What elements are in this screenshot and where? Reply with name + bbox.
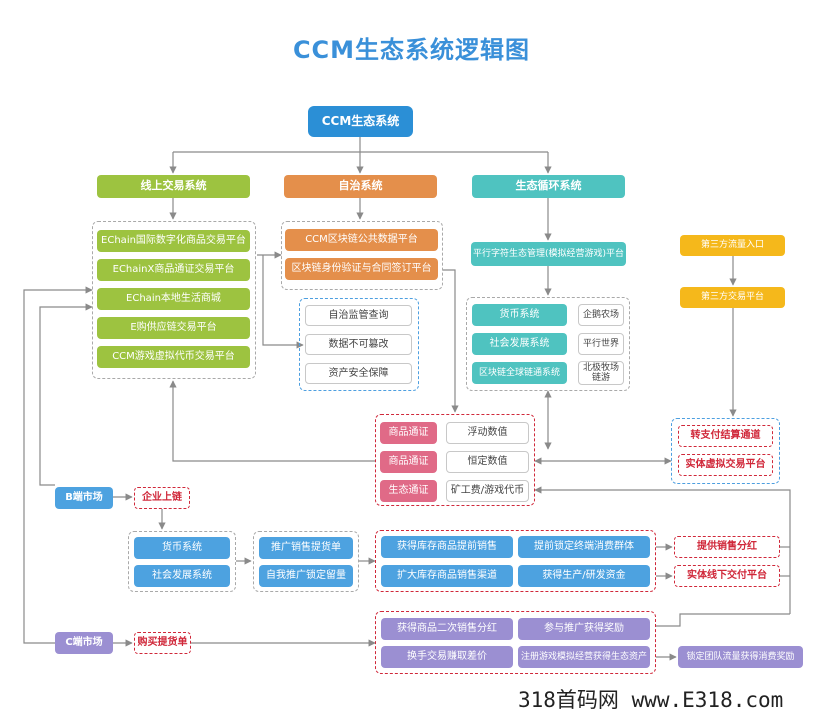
autonomy-subitem: 资产安全保障 <box>305 363 412 384</box>
eco-left-item: 社会发展系统 <box>472 333 567 355</box>
c-buy: 购买提货单 <box>134 632 191 654</box>
c-benefit-group <box>375 611 656 674</box>
autonomy-sub-group <box>299 298 419 391</box>
autonomy-system-header: 自治系统 <box>284 175 437 198</box>
eco-group <box>466 297 630 391</box>
footer-watermark: 318首码网 www.E318.com <box>518 688 784 712</box>
b-promo-group <box>253 531 359 592</box>
token-label: 商品通证 <box>380 422 437 444</box>
third-party-platform: 第三方交易平台 <box>680 287 785 308</box>
online-item: EChainX商品通证交易平台 <box>97 259 250 281</box>
token-value: 恒定数值 <box>446 451 529 473</box>
online-system-header: 线上交易系统 <box>97 175 250 198</box>
token-label: 商品通证 <box>380 451 437 473</box>
third-party-entry: 第三方流量入口 <box>680 235 785 256</box>
b-benefit-item: 扩大库存商品销售渠道 <box>381 565 513 587</box>
b-result: 实体线下交付平台 <box>674 565 780 587</box>
eco-left-item: 区块链全球链通系统 <box>472 362 567 384</box>
token-group <box>375 414 535 506</box>
token-label: 生态通证 <box>380 480 437 502</box>
autonomy-item: 区块链身份验证与合同签订平台 <box>285 258 438 280</box>
autonomy-item: CCM区块链公共数据平台 <box>285 229 438 251</box>
b-promo-item: 推广销售提货单 <box>259 537 353 559</box>
b-benefit-group <box>375 530 656 592</box>
autonomy-subitem: 自治监管查询 <box>305 305 412 326</box>
b-sys-item: 社会发展系统 <box>134 565 230 587</box>
third-channel: 转支付结算通道 <box>678 425 773 447</box>
b-chain: 企业上链 <box>134 487 190 509</box>
eco-right-item: 平行世界 <box>578 333 624 355</box>
token-value: 浮动数值 <box>446 422 529 444</box>
online-item: EChain国际数字化商品交易平台 <box>97 230 250 252</box>
third-channel: 实体虚拟交易平台 <box>678 454 773 476</box>
root-node: CCM生态系统 <box>308 106 413 137</box>
c-result: 锁定团队流量获得消费奖励 <box>678 646 803 668</box>
autonomy-subitem: 数据不可篡改 <box>305 334 412 355</box>
page-title: CCM生态系统逻辑图 <box>292 36 531 64</box>
c-benefit-item: 获得商品二次销售分红 <box>381 618 513 640</box>
autonomy-group <box>281 221 443 290</box>
eco-right-item: 北极牧场链游 <box>578 361 624 385</box>
b-sys-item: 货币系统 <box>134 537 230 559</box>
eco-system-header: 生态循环系统 <box>472 175 625 198</box>
eco-left-item: 货币系统 <box>472 304 567 326</box>
third-channel-group <box>671 418 780 484</box>
b-market-label: B端市场 <box>55 487 113 509</box>
eco-right-item: 企鹅农场 <box>578 304 624 326</box>
token-value: 矿工费/游戏代币 <box>446 480 529 502</box>
b-benefit-item: 获得库存商品提前销售 <box>381 536 513 558</box>
c-benefit-item: 参与推广获得奖励 <box>518 618 650 640</box>
eco-platform: 平行字符生态管理(模拟经营游戏)平台 <box>471 242 626 266</box>
b-benefit-item: 获得生产/研发资金 <box>518 565 650 587</box>
b-promo-item: 自我推广锁定留量 <box>259 565 353 587</box>
c-benefit-item: 换手交易赚取差价 <box>381 646 513 668</box>
b-sys-group <box>128 531 236 592</box>
c-market-label: C端市场 <box>55 632 113 654</box>
online-item: CCM游戏虚拟代币交易平台 <box>97 346 250 368</box>
online-group <box>92 221 256 379</box>
online-item: E购供应链交易平台 <box>97 317 250 339</box>
c-benefit-item: 注册游戏模拟经营获得生态资产 <box>518 646 650 668</box>
b-benefit-item: 提前锁定终端消费群体 <box>518 536 650 558</box>
b-result: 提供销售分红 <box>674 536 780 558</box>
online-item: EChain本地生活商城 <box>97 288 250 310</box>
